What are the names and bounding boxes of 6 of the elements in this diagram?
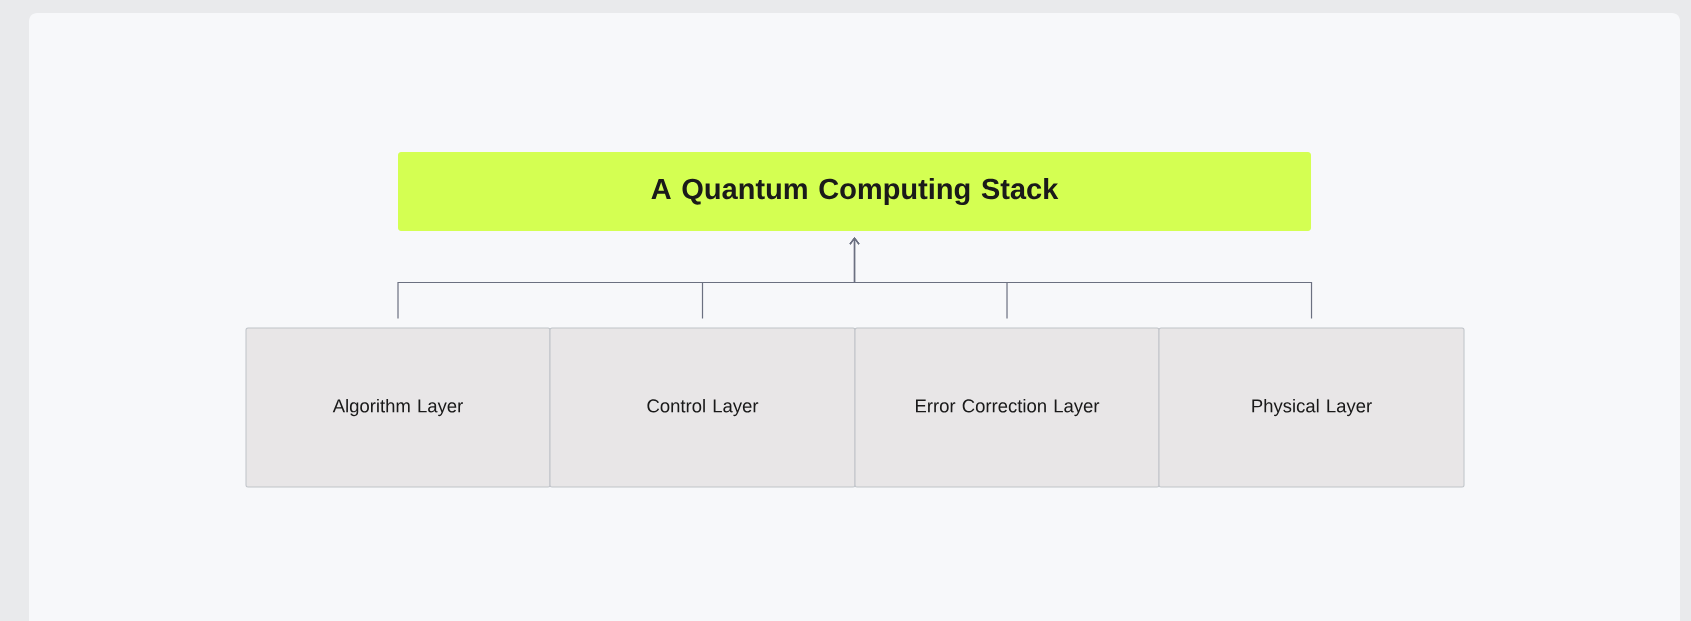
layer-box: Physical Layer xyxy=(1158,327,1465,488)
layer-box: Algorithm Layer xyxy=(245,327,551,488)
title-box: A Quantum Computing Stack xyxy=(398,152,1311,231)
arrow xyxy=(849,237,1313,320)
layer-box: Error Correction Layer xyxy=(854,327,1160,488)
layer-box: Control Layer xyxy=(549,327,856,488)
